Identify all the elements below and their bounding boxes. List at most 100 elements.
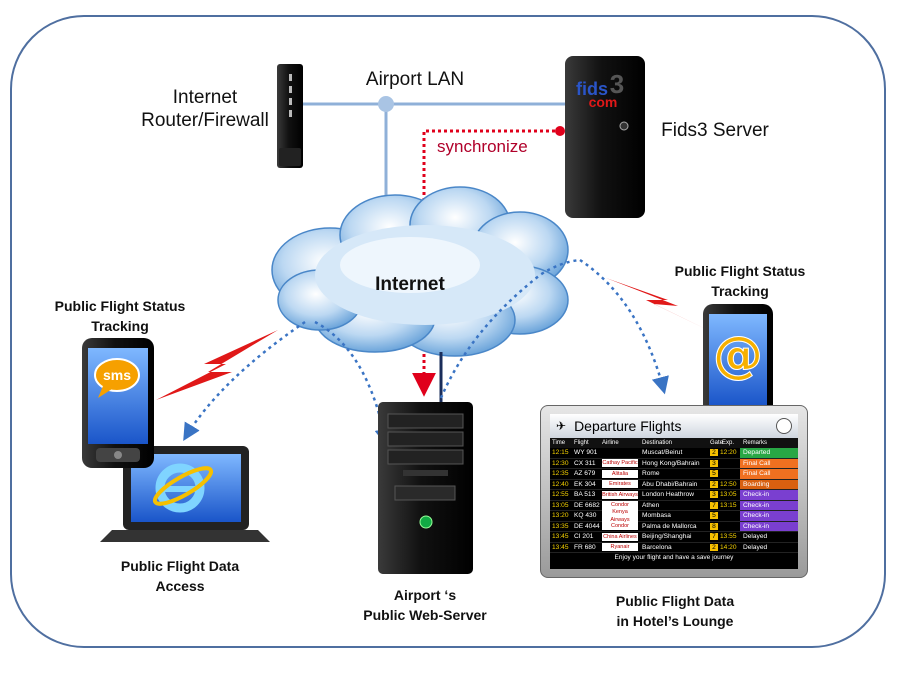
flight-time: 12:40 xyxy=(552,480,569,488)
flight-gate: 5 xyxy=(710,470,718,478)
sms-label: sms xyxy=(103,367,131,383)
flight-expected: 13:55 xyxy=(720,533,737,541)
webserver-line1: Airport ‘s xyxy=(393,587,457,603)
flight-time: 13:45 xyxy=(552,543,569,551)
tracking-left-line2: Tracking xyxy=(91,318,149,334)
flight-airline: British Airways xyxy=(600,490,640,499)
board-title: Departure Flights xyxy=(574,418,682,434)
diagram-frame xyxy=(10,15,886,648)
flight-airline: Emirates xyxy=(600,480,640,489)
flight-row: 13:20 KQ 430 Kenya Airways Mombasa 5 Check-in xyxy=(550,507,798,524)
flight-airline: Alitalia xyxy=(600,469,640,478)
flight-airline: Condor xyxy=(600,501,640,510)
flight-destination: Barcelona xyxy=(642,543,672,551)
airline-logo: Kenya Airways xyxy=(602,507,638,524)
flight-time: 12:55 xyxy=(552,491,569,499)
flight-remarks: Check-in xyxy=(740,500,798,510)
flight-time: 12:15 xyxy=(552,449,569,457)
tracking-right-line1: Public Flight Status xyxy=(674,263,806,279)
router-label-line2: Router/Firewall xyxy=(141,110,269,131)
mobile-phone-sms xyxy=(82,338,154,468)
col-gate: Gate xyxy=(710,440,724,446)
flight-destination: Muscat/Beirut xyxy=(642,449,683,457)
flight-remarks: Final Call xyxy=(740,458,798,468)
flight-airline: Condor xyxy=(600,522,640,531)
flight-time: 12:35 xyxy=(552,470,569,478)
flight-number: FR 680 xyxy=(574,543,596,551)
flight-gate: 2 xyxy=(710,449,718,457)
flight-gate: 5 xyxy=(710,512,718,520)
flight-gate: 3 xyxy=(710,459,718,467)
flight-remarks: Final Call xyxy=(740,469,798,479)
synchronize-path xyxy=(412,126,565,397)
internet-label: Internet xyxy=(375,274,445,295)
flight-airline: Cathay Pacific xyxy=(600,459,640,468)
data-flow-arrows xyxy=(183,258,669,447)
at-symbol: @ xyxy=(713,326,763,384)
lounge-label: Public Flight Data in Hotel’s Lounge xyxy=(590,591,760,631)
col-flight: Flight xyxy=(574,440,589,446)
airline-logo: China Airlines xyxy=(602,532,638,541)
flight-destination: Abu Dhabi/Bahrain xyxy=(642,480,698,488)
wireless-signal-left xyxy=(156,330,278,400)
flight-expected: 12:50 xyxy=(720,480,737,488)
router-label-line1: Internet xyxy=(172,87,238,108)
airline-logo: Emirates xyxy=(602,480,638,489)
flight-gate: 7 xyxy=(710,533,718,541)
flight-remarks: Check-in xyxy=(740,511,798,521)
flight-destination: Mombasa xyxy=(642,512,671,520)
mobile-phone-email xyxy=(703,304,773,430)
board-footer: Enjoy your flight and have a save journe… xyxy=(614,554,734,561)
internet-cloud-icon xyxy=(271,186,569,357)
flight-remarks: Boarding xyxy=(740,479,798,489)
flight-remarks: Departed xyxy=(740,448,798,458)
sms-icon: sms xyxy=(94,358,140,398)
data-access-line1: Public Flight Data xyxy=(120,558,240,574)
airline-logo: Cathay Pacific xyxy=(602,459,638,468)
airline-logo: British Airways xyxy=(602,490,638,499)
tracking-left-label: Public Flight Status Tracking xyxy=(40,296,200,336)
server-label: Fids3 Server xyxy=(661,120,769,141)
server-logo-digit: 3 xyxy=(610,69,624,99)
flight-gate: 7 xyxy=(710,501,718,509)
col-airline: Airline xyxy=(602,440,619,446)
flight-airline: China Airlines xyxy=(600,532,640,541)
flight-expected: 12:20 xyxy=(720,449,737,457)
flight-expected: 14:20 xyxy=(720,543,737,551)
flight-expected: 13:05 xyxy=(720,491,737,499)
tracking-right-label: Public Flight Status Tracking xyxy=(660,261,820,301)
fids3-server-icon: fids 3 com xyxy=(565,56,645,218)
data-access-line2: Access xyxy=(155,578,205,594)
flight-number: CI 201 xyxy=(574,533,594,541)
lounge-line2: in Hotel’s Lounge xyxy=(616,613,734,629)
flight-time: 13:20 xyxy=(552,512,569,520)
router-label: Internet Router/Firewall xyxy=(130,86,280,132)
col-destination: Destination xyxy=(642,440,673,446)
col-time: Time xyxy=(552,440,566,446)
flight-airline: Ryanair xyxy=(600,543,640,552)
flight-number: DE 6682 xyxy=(574,501,600,509)
flight-number: KQ 430 xyxy=(574,512,597,520)
synchronize-label: synchronize xyxy=(437,137,528,156)
flight-remarks: Check-in xyxy=(740,490,798,500)
flight-number: DE 4044 xyxy=(574,522,600,530)
tracking-right-line2: Tracking xyxy=(711,283,769,299)
flight-gate: 2 xyxy=(710,543,718,551)
flight-destination: Athen xyxy=(642,501,660,509)
flight-time: 12:30 xyxy=(552,459,569,467)
internet-explorer-icon xyxy=(152,463,214,513)
airline-logo: Condor xyxy=(602,522,638,531)
flight-destination: Hong Kong/Bahrain xyxy=(642,459,700,467)
tracking-left-line1: Public Flight Status xyxy=(54,298,186,314)
flight-remarks: Delayed xyxy=(740,542,798,552)
